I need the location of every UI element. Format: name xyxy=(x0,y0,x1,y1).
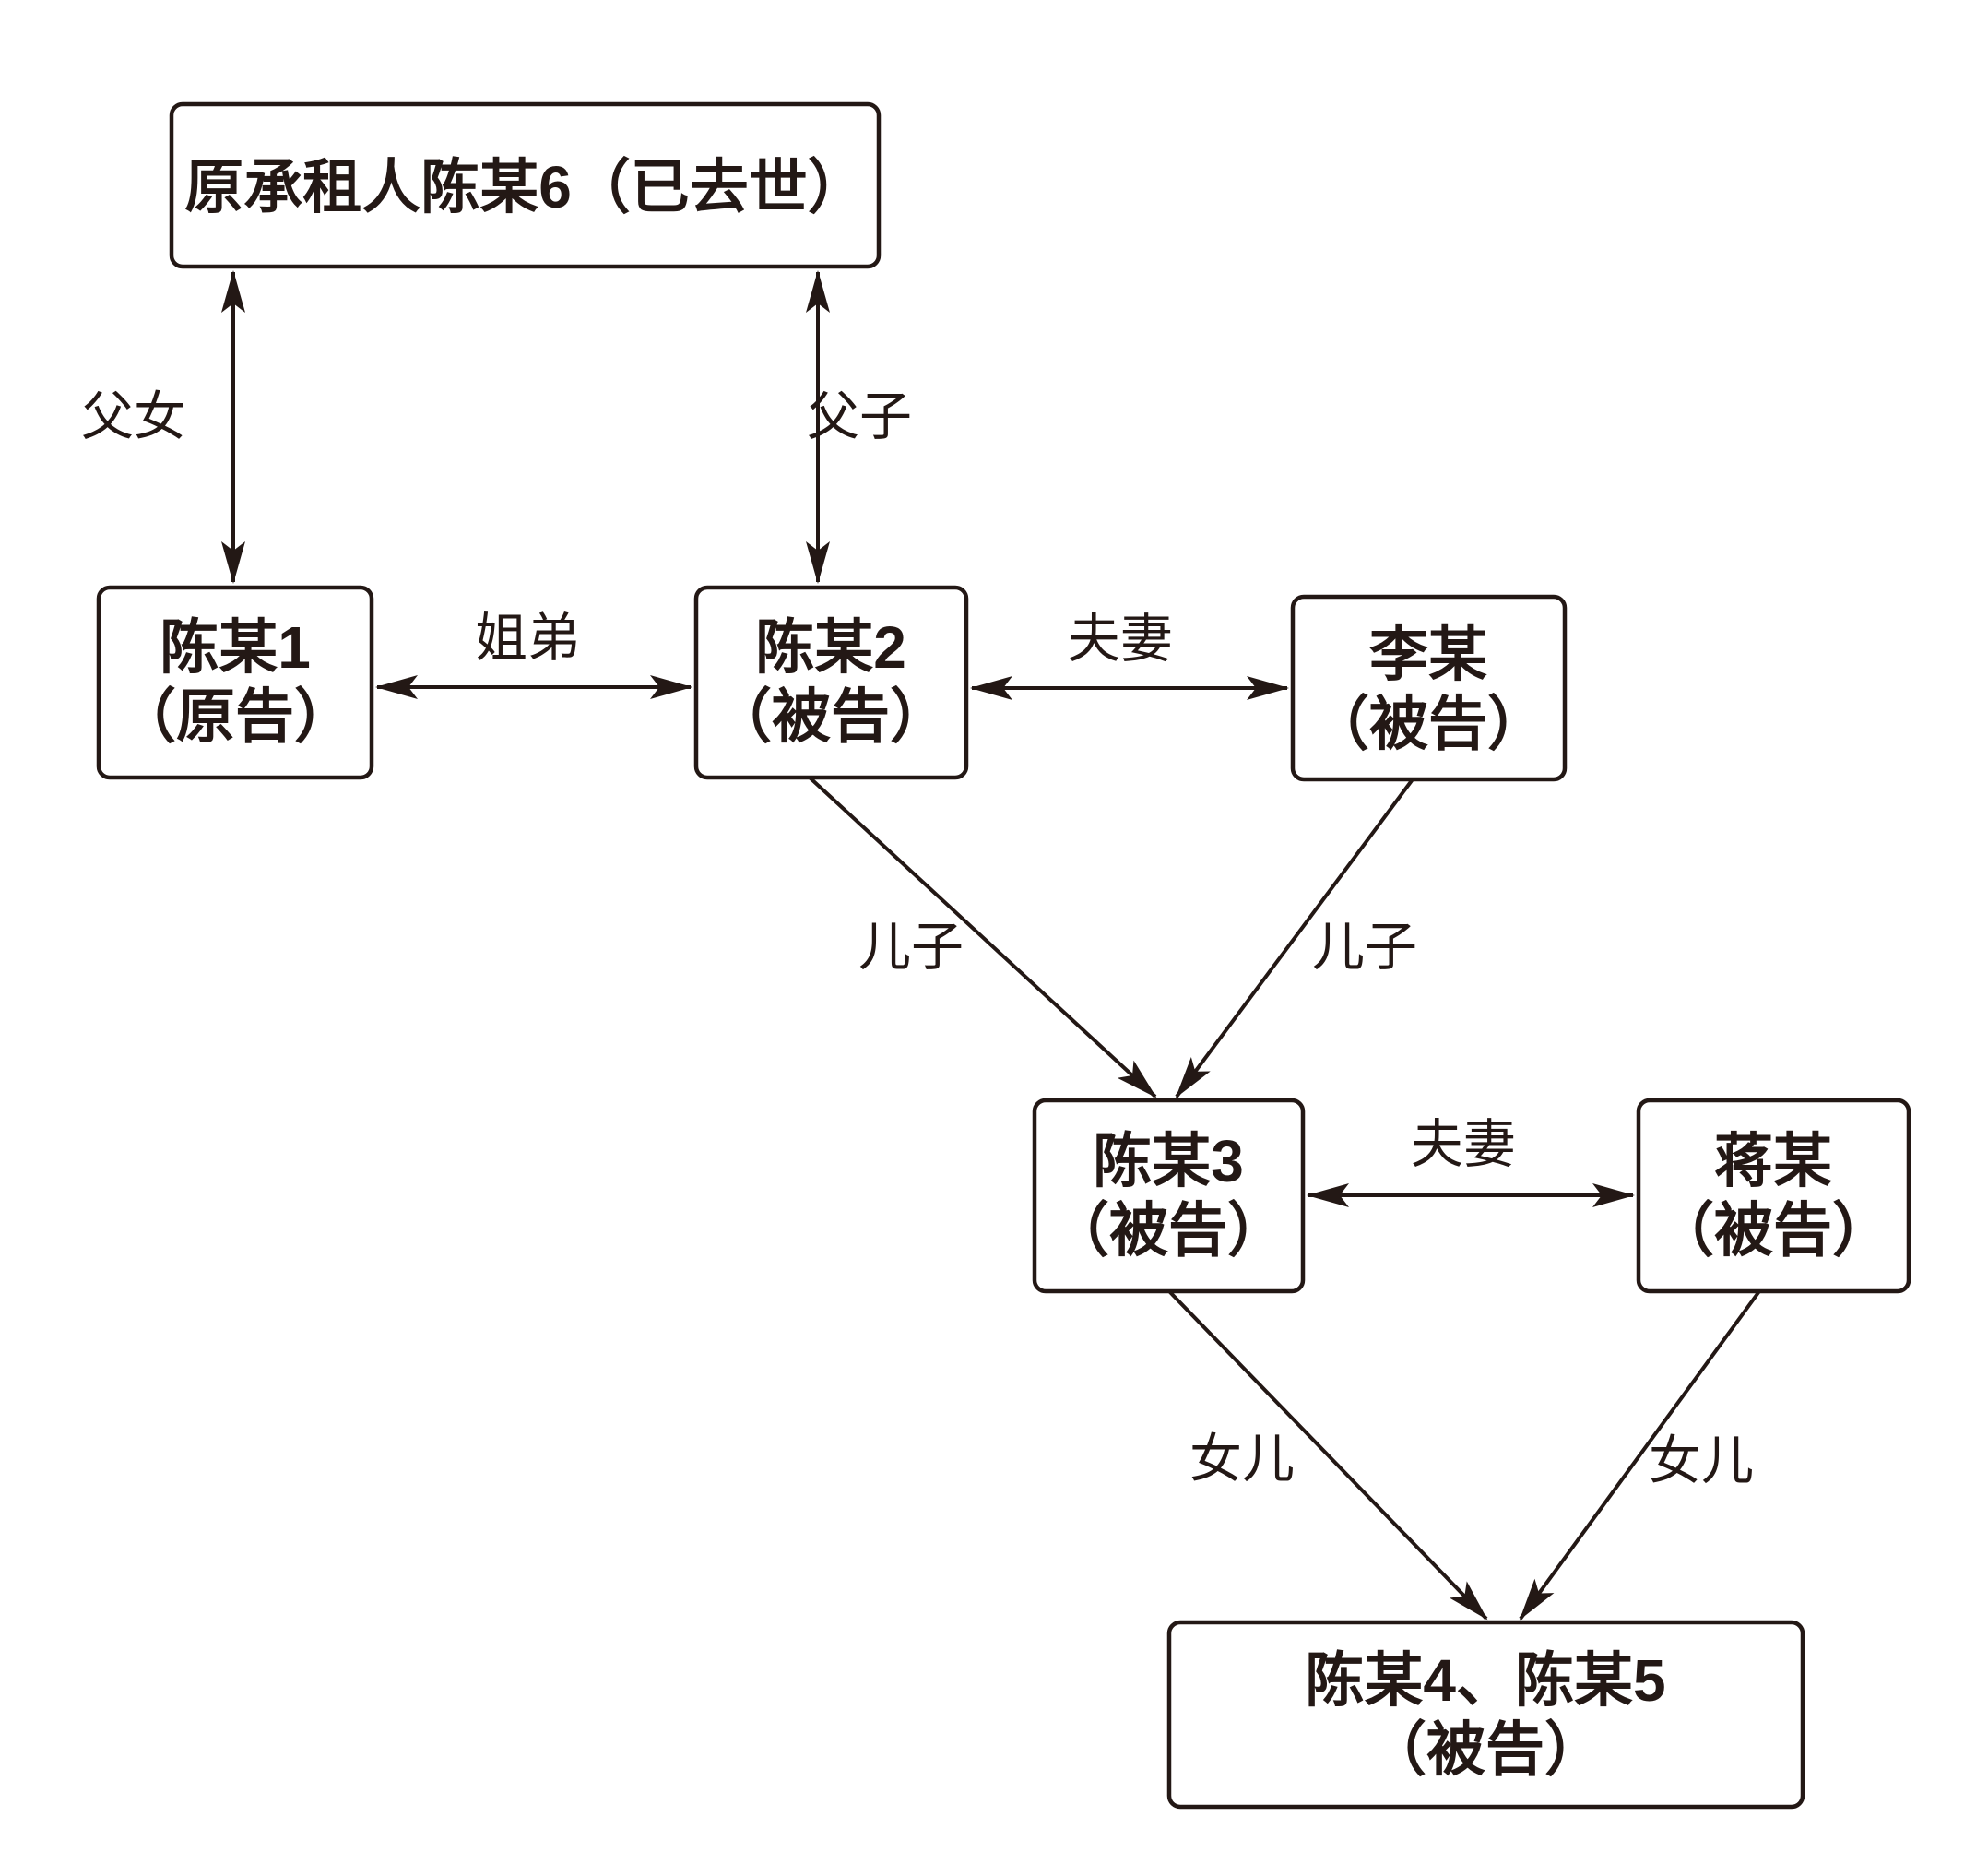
node-chen1-name: 陈某1 xyxy=(160,614,311,681)
node-chen1: 陈某1 （原告） xyxy=(96,585,374,780)
node-chen1-box xyxy=(96,585,374,780)
edge-daughter-left-line xyxy=(1167,1289,1488,1620)
node-chen2-name: 陈某2 xyxy=(755,614,906,681)
node-chen3: 陈某3 （被告） xyxy=(1032,1098,1306,1294)
node-li-role: （被告） xyxy=(1310,691,1546,757)
node-chen45-role: （被告） xyxy=(1367,1716,1603,1783)
edge-label-daughter-right: 女儿 xyxy=(1649,1431,1754,1490)
node-chen3-role: （被告） xyxy=(1050,1197,1286,1264)
node-chen2-role: （被告） xyxy=(713,683,949,750)
node-chen2-box xyxy=(693,585,969,780)
node-chen6: 原承租人陈某6（已去世） xyxy=(169,101,882,269)
node-chen1-role: （原告） xyxy=(117,683,353,750)
edge-son-left-line xyxy=(808,776,1157,1098)
node-chen3-name: 陈某3 xyxy=(1093,1128,1244,1194)
node-chen3-box xyxy=(1032,1098,1306,1294)
node-li: 李某 （被告） xyxy=(1290,594,1568,782)
node-li-box xyxy=(1290,594,1568,782)
node-jiang-role: （被告） xyxy=(1655,1197,1891,1264)
edge-daughter-right-line xyxy=(1519,1289,1761,1620)
edge-son-right-line xyxy=(1175,778,1414,1098)
edge-label-spouses-row1: 夫妻 xyxy=(1068,610,1173,669)
edge-label-father-daughter: 父女 xyxy=(81,387,186,446)
edges xyxy=(221,270,1761,1620)
node-jiang-box xyxy=(1636,1098,1911,1294)
edge-label-son-left: 儿子 xyxy=(858,918,964,977)
node-jiang: 蒋某 （被告） xyxy=(1636,1098,1911,1294)
node-li-name: 李某 xyxy=(1369,622,1487,688)
node-chen45-box xyxy=(1166,1620,1805,1810)
node-chen45: 陈某4、陈某5 （被告） xyxy=(1166,1620,1805,1810)
node-chen6-box xyxy=(169,101,882,269)
edge-label-son-right: 儿子 xyxy=(1312,918,1417,977)
edge-label-daughter-left: 女儿 xyxy=(1189,1430,1295,1489)
node-chen45-name: 陈某4、陈某5 xyxy=(1305,1647,1665,1714)
node-jiang-name: 蒋某 xyxy=(1714,1128,1832,1194)
node-chen2: 陈某2 （被告） xyxy=(693,585,969,780)
node-chen6-label: 原承租人陈某6（已去世） xyxy=(184,154,867,220)
edge-label-father-son: 父子 xyxy=(807,387,912,446)
edge-label-sister-brother: 姐弟 xyxy=(475,609,580,668)
edge-labels: 父女 父子 姐弟 夫妻 夫妻 儿子 儿子 女儿 女儿 xyxy=(81,387,1754,1490)
edge-label-spouses-row2: 夫妻 xyxy=(1411,1115,1516,1174)
